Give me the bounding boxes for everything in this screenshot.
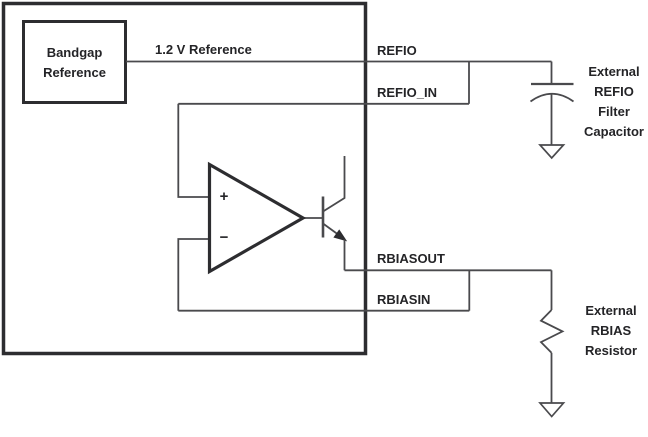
external-capacitor-label-line3: Filter <box>598 104 630 119</box>
npn-emitter-arrowhead <box>333 229 348 242</box>
pin-label-rbiasin: RBIASIN <box>377 292 431 307</box>
external-resistor-label: External RBIAS Resistor <box>559 301 648 361</box>
bandgap-reference-label: Bandgap Reference <box>23 22 126 103</box>
opamp-minus-sign: − <box>219 229 229 246</box>
npn-collector <box>322 156 346 213</box>
pin-label-rbiasout: RBIASOUT <box>377 251 445 266</box>
external-capacitor-label: External REFIO Filter Capacitor <box>562 62 648 142</box>
refio-filter-capacitor <box>529 82 575 103</box>
rbias-resistor-zigzag <box>539 309 565 354</box>
ground-symbol-resistor <box>538 402 566 418</box>
external-resistor-label-line1: External <box>585 303 637 318</box>
opamp-plus-sign: + <box>219 188 229 205</box>
bandgap-label-line2: Reference <box>43 64 106 80</box>
opamp-triangle <box>207 161 307 275</box>
external-resistor-label-line2: RBIAS <box>590 323 632 338</box>
bandgap-label-line1: Bandgap <box>46 44 103 60</box>
external-capacitor-label-line1: External <box>588 64 640 79</box>
npn-transistor <box>321 156 348 271</box>
external-capacitor-label-line2: REFIO <box>594 84 634 99</box>
wire-refioin-to-plus-input <box>177 103 209 198</box>
net-label-1v2-reference: 1.2 V Reference <box>155 42 252 57</box>
pin-label-refio: REFIO <box>377 43 417 58</box>
capacitor-curved-plate <box>529 92 575 103</box>
external-resistor-label-line3: Resistor <box>584 343 638 358</box>
wire-minus-input-feedback <box>177 238 209 311</box>
chip-outline <box>1 1 368 356</box>
bandgap-reference-box <box>22 20 127 104</box>
external-capacitor-label-line4: Capacitor <box>584 124 644 139</box>
ground-symbol-capacitor <box>538 144 566 160</box>
pin-label-refio-in: REFIO_IN <box>377 85 437 100</box>
